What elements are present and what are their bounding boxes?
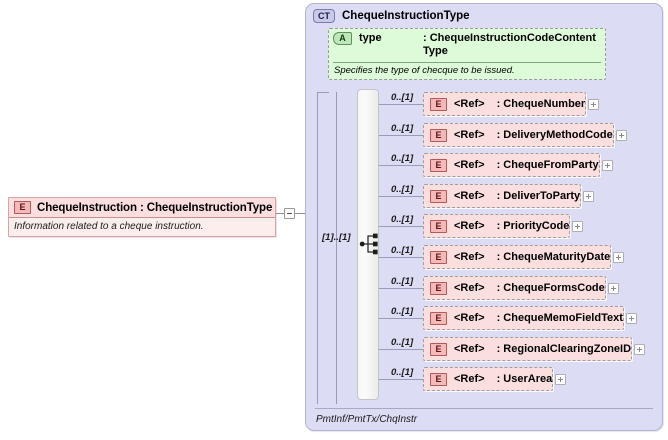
- footer-divider: [315, 408, 653, 409]
- attribute-badge-icon: A: [333, 32, 352, 45]
- child-cardinality: 0..[1]: [391, 367, 414, 378]
- complextype-header: CT ChequeInstructionType: [313, 9, 470, 23]
- child-ref-label: <Ref>: [454, 251, 485, 263]
- child-expand-button[interactable]: [555, 374, 566, 385]
- child-expand-button[interactable]: [608, 283, 619, 294]
- child-cardinality: 0..[1]: [391, 123, 414, 134]
- child-element-row[interactable]: E <Ref> : UserArea: [423, 367, 554, 391]
- child-cardinality: 0..[1]: [391, 214, 414, 225]
- child-element-name: : ChequeMemoFieldText: [496, 312, 623, 324]
- element-badge-icon: E: [430, 128, 447, 142]
- child-element-row[interactable]: E <Ref> : ChequeMemoFieldText: [423, 306, 624, 330]
- child-ref-label: <Ref>: [454, 312, 485, 324]
- child-cardinality: 0..[1]: [391, 92, 414, 103]
- child-connector-line: [379, 226, 423, 227]
- complextype-badge-icon: CT: [313, 9, 335, 23]
- element-badge-icon: E: [430, 250, 447, 264]
- element-badge-icon: E: [430, 97, 447, 111]
- container-spine-left: [317, 92, 318, 404]
- child-expand-button[interactable]: [583, 191, 594, 202]
- child-expand-button[interactable]: [613, 252, 624, 263]
- root-element-documentation: Information related to a cheque instruct…: [14, 221, 204, 232]
- child-ref-label: <Ref>: [454, 159, 485, 171]
- child-cardinality: 0..[1]: [391, 276, 414, 287]
- child-element-name: : ChequeFromParty: [496, 159, 599, 171]
- child-ref-label: <Ref>: [454, 282, 485, 294]
- child-connector-line: [379, 196, 423, 197]
- root-element-box[interactable]: E ChequeInstruction : ChequeInstructionT…: [8, 197, 276, 237]
- child-expand-button[interactable]: [572, 221, 583, 232]
- root-collapse-toggle[interactable]: [284, 208, 295, 219]
- child-connector-line: [379, 257, 423, 258]
- attribute-box[interactable]: A type : ChequeInstructionCodeContentTyp…: [328, 28, 606, 80]
- root-element-title: ChequeInstruction : ChequeInstructionTyp…: [37, 201, 273, 214]
- child-connector-line: [379, 318, 423, 319]
- child-ref-label: <Ref>: [454, 129, 485, 141]
- child-cardinality: 0..[1]: [391, 153, 414, 164]
- child-cardinality: 0..[1]: [391, 337, 414, 348]
- child-connector-line: [379, 349, 423, 350]
- element-badge-icon: E: [430, 372, 447, 386]
- attribute-header: A type : ChequeInstructionCodeContentTyp…: [329, 29, 605, 60]
- sequence-icon[interactable]: [359, 232, 383, 256]
- child-element-row[interactable]: E <Ref> : ChequeFormsCode: [423, 276, 606, 300]
- child-expand-button[interactable]: [602, 160, 613, 171]
- child-element-name: : DeliveryMethodCode: [496, 129, 613, 141]
- root-link-stub: [276, 213, 284, 214]
- footer-path: PmtInf/PmtTx/ChqInstr: [316, 414, 418, 425]
- child-element-name: : DeliverToParty: [496, 190, 581, 202]
- element-badge-icon: E: [430, 219, 447, 233]
- element-badge-icon: E: [430, 281, 447, 295]
- child-ref-label: <Ref>: [454, 343, 485, 355]
- element-badge-icon: E: [430, 311, 447, 325]
- child-element-name: : UserArea: [496, 373, 553, 385]
- container-spine-inner: [336, 92, 337, 404]
- child-connector-line: [379, 135, 423, 136]
- root-element-header: E ChequeInstruction : ChequeInstructionT…: [9, 198, 275, 217]
- child-expand-button[interactable]: [588, 99, 599, 110]
- element-badge-icon: E: [430, 158, 447, 172]
- element-badge-icon: E: [430, 342, 447, 356]
- child-element-row[interactable]: E <Ref> : ChequeMaturityDate: [423, 245, 612, 269]
- element-badge-icon: E: [14, 201, 31, 214]
- child-element-row[interactable]: E <Ref> : DeliveryMethodCode: [423, 123, 614, 147]
- child-connector-line: [379, 104, 423, 105]
- child-element-name: : ChequeNumber: [496, 98, 586, 110]
- child-connector-line: [379, 379, 423, 380]
- container-spine-top-stub: [317, 92, 329, 93]
- child-cardinality: 0..[1]: [391, 184, 414, 195]
- child-connector-line: [379, 288, 423, 289]
- child-expand-button[interactable]: [634, 344, 645, 355]
- attribute-type: : ChequeInstructionCodeContentType: [423, 32, 596, 57]
- child-ref-label: <Ref>: [454, 220, 485, 232]
- compositor-cardinality: [1]..[1]: [322, 232, 351, 243]
- child-element-row[interactable]: E <Ref> : ChequeNumber: [423, 92, 587, 116]
- child-connector-line: [379, 165, 423, 166]
- child-ref-label: <Ref>: [454, 373, 485, 385]
- element-badge-icon: E: [430, 189, 447, 203]
- root-element-documentation-area: Information related to a cheque instruct…: [9, 217, 275, 236]
- child-element-row[interactable]: E <Ref> : RegionalClearingZoneID: [423, 337, 633, 361]
- child-ref-label: <Ref>: [454, 98, 485, 110]
- child-ref-label: <Ref>: [454, 190, 485, 202]
- complextype-title: ChequeInstructionType: [342, 10, 470, 22]
- attribute-name: type: [359, 32, 382, 44]
- child-element-name: : PriorityCode: [496, 220, 570, 232]
- child-element-row[interactable]: E <Ref> : ChequeFromParty: [423, 153, 600, 177]
- child-expand-button[interactable]: [626, 313, 637, 324]
- child-element-name: : RegionalClearingZoneID: [496, 343, 632, 355]
- child-cardinality: 0..[1]: [391, 306, 414, 317]
- attribute-documentation: Specifies the type of checque to be issu…: [333, 62, 601, 79]
- child-element-name: : ChequeMaturityDate: [496, 251, 611, 263]
- child-cardinality: 0..[1]: [391, 245, 414, 256]
- child-element-row[interactable]: E <Ref> : DeliverToParty: [423, 184, 582, 208]
- child-element-row[interactable]: E <Ref> : PriorityCode: [423, 214, 571, 238]
- child-expand-button[interactable]: [616, 130, 627, 141]
- child-element-name: : ChequeFormsCode: [496, 282, 605, 294]
